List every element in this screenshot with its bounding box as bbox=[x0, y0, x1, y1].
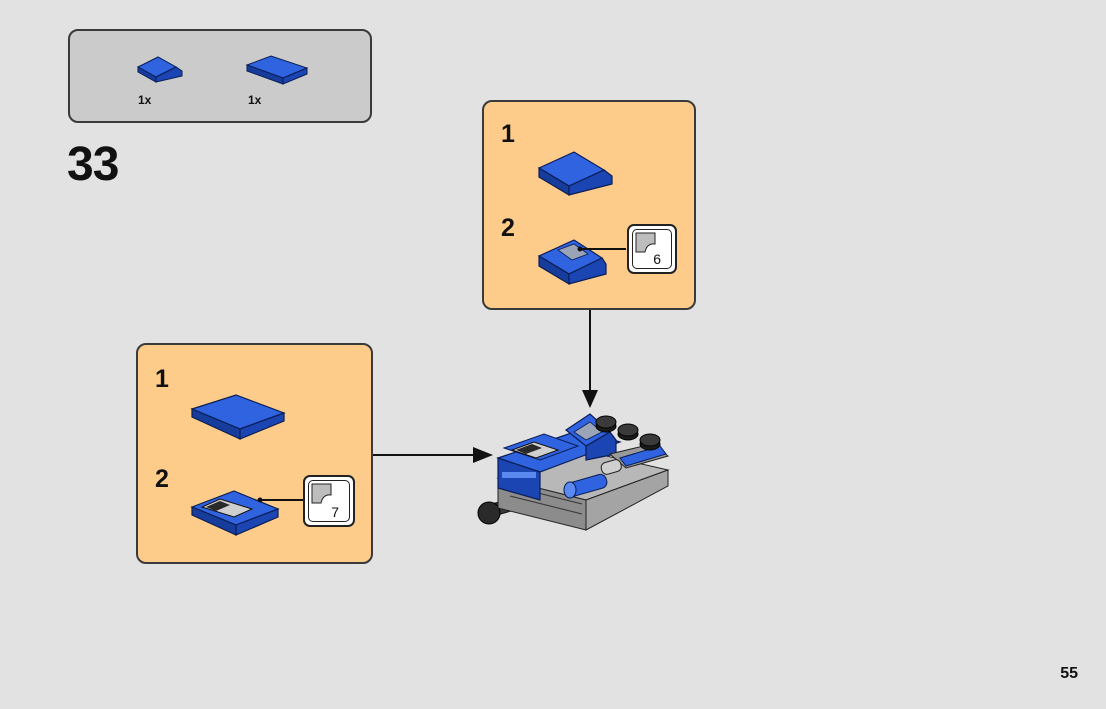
parts-list-box: 1x 1x bbox=[68, 29, 372, 123]
sticker-connector-line bbox=[577, 246, 626, 252]
sticker-sheet-icon bbox=[635, 232, 656, 253]
step-number: 33 bbox=[67, 138, 119, 191]
blue-slope-brick-icon bbox=[136, 56, 183, 83]
arrow-right-icon bbox=[373, 447, 493, 463]
sub-step-number: 1 bbox=[155, 365, 169, 393]
part-quantity: 1x bbox=[138, 93, 152, 107]
sub-step-number: 1 bbox=[501, 120, 515, 148]
sub-step-number: 2 bbox=[155, 465, 169, 493]
arrow-down-icon bbox=[582, 310, 598, 408]
stickered-slope-brick-icon bbox=[537, 239, 607, 286]
blue-flat-tile-icon bbox=[190, 394, 286, 440]
sticker-callout: 7 bbox=[303, 475, 355, 527]
stickered-flat-tile-icon bbox=[190, 490, 280, 536]
sticker-connector-line bbox=[257, 497, 304, 503]
sticker-number: 7 bbox=[331, 504, 339, 520]
blue-flat-tile-icon bbox=[245, 55, 309, 85]
assembled-model-illustration bbox=[477, 413, 670, 531]
subassembly-box-left: 1 2 7 bbox=[136, 343, 373, 564]
sticker-callout: 6 bbox=[627, 224, 677, 274]
part-quantity: 1x bbox=[248, 93, 262, 107]
subassembly-box-top: 1 2 6 bbox=[482, 100, 696, 310]
sticker-sheet-icon bbox=[311, 483, 332, 504]
sub-step-number: 2 bbox=[501, 214, 515, 242]
blue-slope-brick-icon bbox=[537, 151, 613, 197]
sticker-number: 6 bbox=[653, 251, 661, 267]
page-number: 55 bbox=[1060, 665, 1078, 682]
